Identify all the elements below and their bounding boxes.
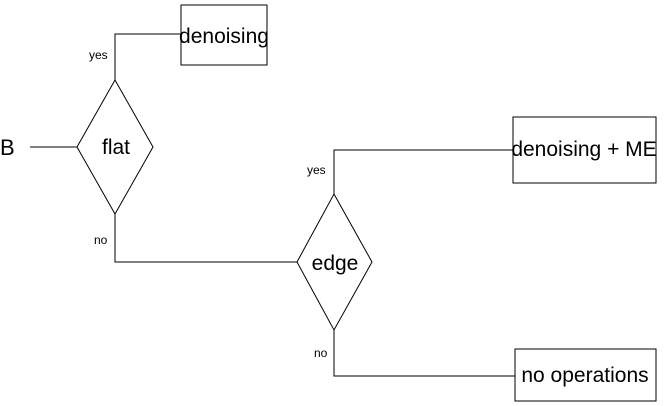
flat-yes-label: yes (89, 48, 108, 62)
input-label: B (0, 135, 15, 160)
no-operations-box (514, 348, 657, 402)
denoising-me-label: denoising + ME (511, 138, 656, 161)
denoising-label: denoising (179, 25, 269, 48)
edge-yes-label: yes (307, 163, 326, 177)
edge-yes-connector (333, 149, 513, 194)
flat-label: flat (102, 136, 130, 159)
edge-label: edge (312, 252, 359, 275)
no-operations-label: no operations (521, 364, 648, 387)
edge-no-label: no (314, 346, 328, 360)
flat-no-connector (114, 214, 297, 263)
flat-yes-connector (114, 33, 181, 80)
edge-no-connector (333, 330, 515, 377)
flat-no-label: no (94, 233, 108, 247)
denoising-box (180, 4, 268, 66)
denoising-me-box (512, 116, 657, 184)
